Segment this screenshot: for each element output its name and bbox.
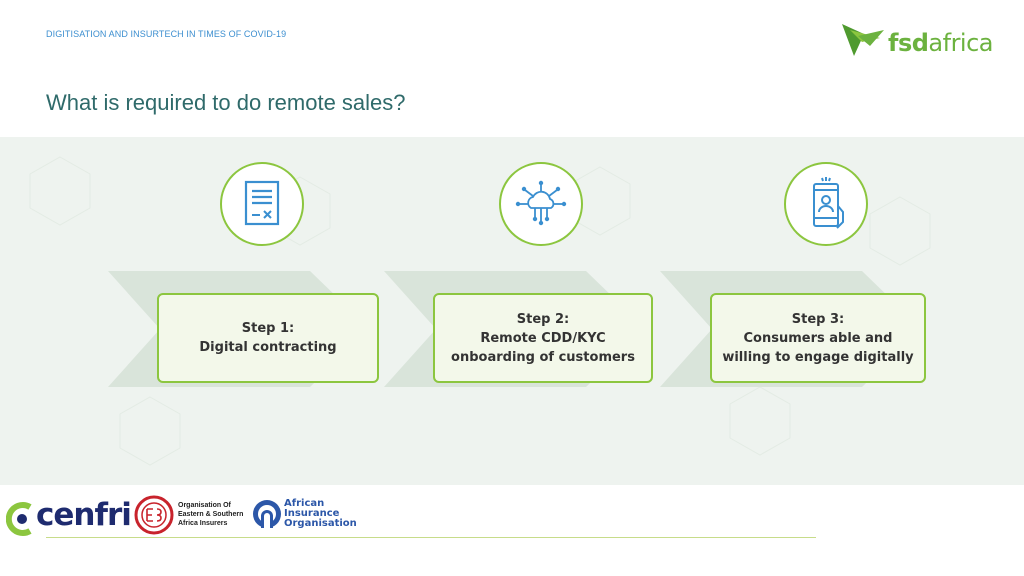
step-3-text: Step 3: Consumers able and willing to en… — [722, 310, 913, 367]
brand-wordmark: fsdafrica — [888, 29, 993, 57]
bird-icon — [842, 24, 884, 56]
oesai-wordmark: Organisation Of Eastern & Southern Afric… — [178, 502, 244, 527]
cloud-network-icon — [515, 180, 567, 226]
smartphone-user-icon — [813, 177, 844, 229]
step-3-title: Step 3: — [791, 311, 845, 327]
cenfri-logo: cenfri — [6, 497, 132, 537]
step-1-card: Step 1: Digital contracting — [157, 293, 379, 383]
step-3-line-2: willing to engage digitally — [722, 349, 914, 365]
step-2-icon-circle — [499, 162, 583, 246]
fsd-africa-logo: fsdafrica — [840, 20, 993, 64]
step-3-icon-circle — [784, 162, 868, 246]
document-contract-icon — [244, 180, 280, 226]
cenfri-wordmark: cenfri — [36, 497, 132, 533]
step-1-title: Step 1: — [241, 321, 295, 336]
step-2-line-2: onboarding of customers — [451, 349, 635, 365]
step-2-title: Step 2: — [516, 311, 570, 327]
step-1-icon-circle — [220, 162, 304, 246]
step-1-text: Step 1: Digital contracting — [199, 319, 336, 357]
step-1-line-1: Digital contracting — [199, 340, 337, 355]
cenfri-mark-icon — [6, 502, 32, 536]
aio-wordmark: African Insurance Organisation — [284, 498, 357, 529]
hexagon-pattern — [29, 156, 931, 466]
step-2-text: Step 2: Remote CDD/KYC onboarding of cus… — [451, 310, 635, 367]
aio-mark-icon — [253, 500, 281, 528]
header-label: DIGITISATION AND INSURTECH IN TIMES OF C… — [46, 29, 287, 39]
step-3-line-1: Consumers able and — [743, 330, 893, 346]
step-2-card: Step 2: Remote CDD/KYC onboarding of cus… — [433, 293, 653, 383]
footer-divider — [46, 537, 816, 538]
step-2-line-1: Remote CDD/KYC — [480, 330, 606, 346]
step-3-card: Step 3: Consumers able and willing to en… — [710, 293, 926, 383]
page-title: What is required to do remote sales? — [46, 90, 406, 115]
oesai-seal-icon — [134, 495, 174, 535]
